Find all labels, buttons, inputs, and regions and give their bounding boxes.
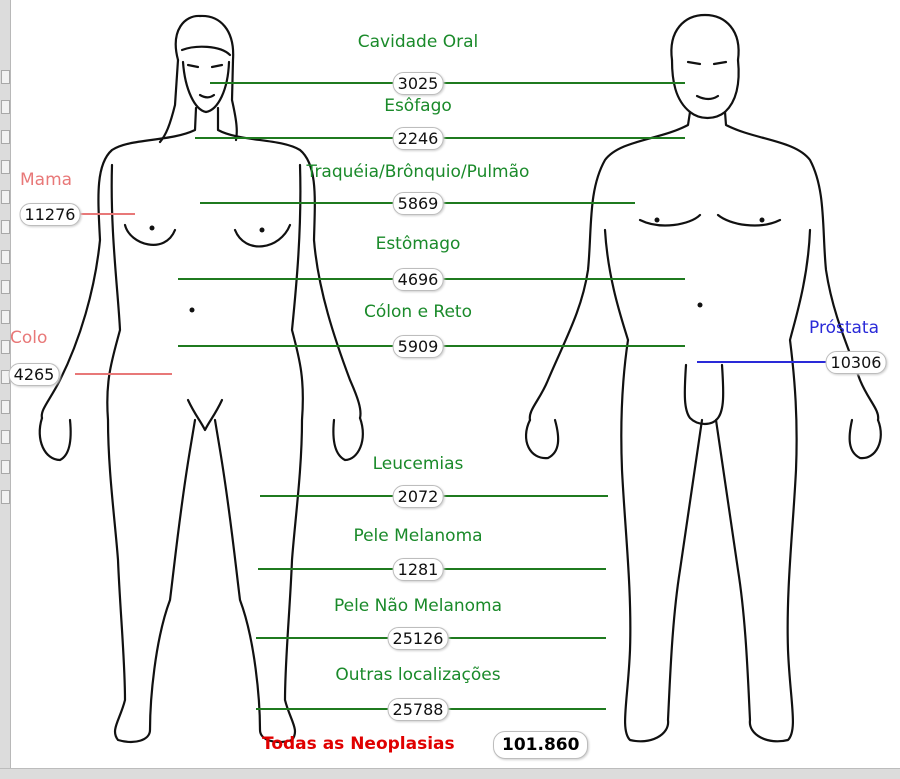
- site-value-pele-nao-melanoma: 25126: [388, 627, 449, 650]
- site-value-estomago: 4696: [393, 268, 444, 291]
- site-line-mama: [80, 213, 135, 215]
- site-label-prostata: Próstata: [809, 318, 879, 338]
- site-value-prostata: 10306: [826, 351, 887, 374]
- total-value: 101.860: [493, 731, 588, 759]
- site-label-colo: Colo: [10, 328, 47, 348]
- site-value-colon: 5909: [393, 335, 444, 358]
- site-label-leucemias: Leucemias: [373, 454, 464, 474]
- site-label-outras: Outras localizações: [335, 665, 500, 685]
- site-label-cavidade-oral: Cavidade Oral: [358, 32, 478, 52]
- male-figure-icon: [526, 15, 881, 741]
- female-figure-icon: [40, 16, 363, 742]
- site-label-colon: Cólon e Reto: [364, 302, 472, 322]
- site-line-colo: [75, 373, 172, 375]
- site-label-pele-nao-melanoma: Pele Não Melanoma: [334, 596, 502, 616]
- site-value-mama: 11276: [20, 203, 81, 226]
- site-value-pele-melanoma: 1281: [393, 558, 444, 581]
- site-line-prostata: [697, 361, 847, 363]
- total-label: Todas as Neoplasias: [262, 734, 455, 754]
- site-label-estomago: Estômago: [376, 234, 461, 254]
- site-label-mama: Mama: [20, 170, 72, 190]
- site-label-traqueia: Traquéia/Brônquio/Pulmão: [307, 162, 530, 182]
- site-label-esofago: Esôfago: [384, 96, 452, 116]
- site-value-outras: 25788: [388, 698, 449, 721]
- site-value-esofago: 2246: [393, 127, 444, 150]
- site-value-leucemias: 2072: [393, 485, 444, 508]
- site-line-cavidade-oral: [210, 82, 685, 84]
- site-value-traqueia: 5869: [393, 192, 444, 215]
- site-label-pele-melanoma: Pele Melanoma: [353, 526, 482, 546]
- site-value-colo: 4265: [9, 363, 60, 386]
- site-value-cavidade-oral: 3025: [393, 72, 444, 95]
- bottom-bar: [0, 768, 900, 779]
